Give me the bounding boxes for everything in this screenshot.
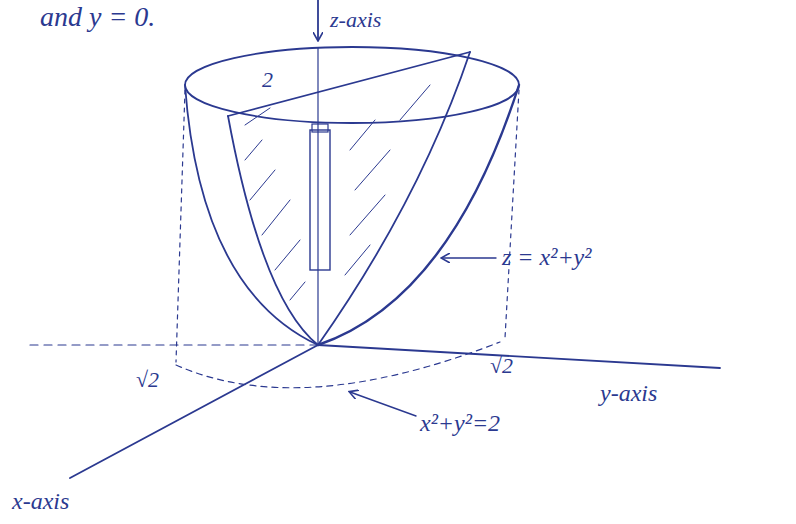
cross-section	[228, 52, 470, 345]
dotted-guide	[505, 90, 519, 338]
axis-label: x-axis	[12, 488, 69, 514]
circle-label: x²+y²=2	[420, 410, 500, 436]
leader-line	[350, 392, 416, 416]
leader-line	[442, 257, 496, 258]
x-axis-line	[70, 345, 318, 478]
axis-label: y-axis	[600, 380, 657, 406]
hatching	[245, 85, 430, 300]
dotted-guide	[176, 90, 185, 362]
y-axis-line	[318, 345, 720, 368]
paraboloid-side	[318, 85, 519, 345]
height-label: 2	[262, 68, 273, 92]
radius-label: √2	[136, 368, 159, 392]
strip-cap	[312, 124, 328, 132]
base-circle	[176, 342, 500, 388]
surface-label: z = x²+y²	[502, 244, 591, 270]
axis-label: z-axis	[330, 8, 381, 32]
dashed-guide	[30, 344, 318, 345]
volume-strip	[310, 130, 330, 270]
note-text: and y = 0.	[40, 2, 155, 33]
z-axis-line	[317, 0, 319, 40]
paraboloid-rim	[185, 47, 519, 123]
section-chord	[228, 52, 470, 116]
radius-label: √2	[490, 354, 513, 378]
